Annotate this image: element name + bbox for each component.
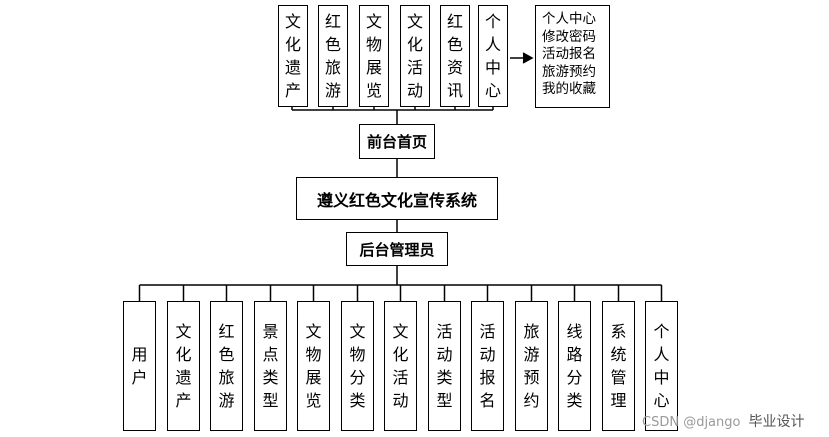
detail-item: 活动报名	[542, 46, 596, 62]
detail-item: 我的收藏	[542, 81, 596, 97]
front-module-label: 红色资讯	[446, 12, 463, 100]
admin-module-label: 旅游预约	[523, 322, 540, 410]
arrow-head	[522, 52, 534, 64]
admin-module-label: 文物分类	[349, 322, 366, 410]
admin-module-label: 用户	[131, 345, 148, 387]
admin-module-box: 红色旅游	[210, 301, 243, 431]
front-module-label: 文化活动	[406, 12, 423, 100]
front-home-box: 前台首页	[359, 124, 435, 159]
system-name-box: 遵义红色文化宣传系统	[296, 177, 498, 220]
admin-module-label: 系统管理	[610, 322, 627, 410]
admin-module-box: 文物分类	[341, 301, 374, 431]
admin-stems	[138, 285, 663, 301]
admin-module-label: 活动类型	[436, 322, 453, 410]
admin-module-box: 用户	[123, 301, 156, 431]
front-module-label: 文化遗产	[284, 12, 301, 100]
detail-item: 旅游预约	[542, 63, 596, 80]
admin-module-box: 旅游预约	[515, 301, 548, 431]
detail-item: 个人中心	[542, 11, 596, 27]
watermark-left: CSDN @django	[642, 415, 741, 430]
admin-module-box: 系统管理	[602, 301, 635, 431]
admin-module-label: 个人中心	[653, 322, 670, 410]
admin-module-label: 文化遗产	[175, 322, 192, 410]
front-home-label: 前台首页	[366, 133, 427, 151]
detail-item: 修改密码	[542, 28, 596, 45]
admin-module-box: 文化遗产	[167, 301, 200, 431]
front-module-box: 文化遗产	[278, 5, 308, 107]
admin-box: 后台管理员	[346, 232, 448, 266]
front-module-label: 红色旅游	[324, 12, 341, 100]
admin-module-box: 线路分类	[558, 301, 591, 431]
front-module-box: 红色资讯	[440, 5, 470, 107]
admin-module-box: 景点类型	[254, 301, 287, 431]
admin-module-box: 活动类型	[428, 301, 461, 431]
system-name-label: 遵义红色文化宣传系统	[316, 190, 477, 210]
watermark-right: 毕业设计	[748, 414, 805, 430]
admin-module-label: 文化活动	[392, 322, 409, 410]
admin-module-box: 个人中心	[645, 301, 678, 431]
watermark: CSDN @django 毕业设计	[642, 411, 804, 431]
admin-module-box: 文物展览	[297, 301, 330, 431]
admin-module-label: 景点类型	[262, 322, 279, 410]
front-module-box: 红色旅游	[318, 5, 348, 107]
front-module-box: 文物展览	[359, 5, 389, 107]
front-module-label: 个人中心	[484, 12, 501, 100]
front-module-box: 个人中心	[478, 5, 508, 107]
admin-module-label: 活动报名	[479, 322, 496, 410]
admin-module-label: 文物展览	[305, 322, 322, 410]
admin-module-label: 线路分类	[566, 322, 583, 410]
personal-center-detail-box: 个人中心 修改密码 活动报名 旅游预约 我的收藏	[535, 5, 610, 108]
front-module-label: 文物展览	[365, 12, 382, 100]
admin-module-box: 活动报名	[471, 301, 504, 431]
admin-module-box: 文化活动	[384, 301, 417, 431]
admin-label: 后台管理员	[359, 240, 435, 259]
front-module-box: 文化活动	[400, 5, 430, 107]
admin-module-label: 红色旅游	[218, 322, 235, 410]
